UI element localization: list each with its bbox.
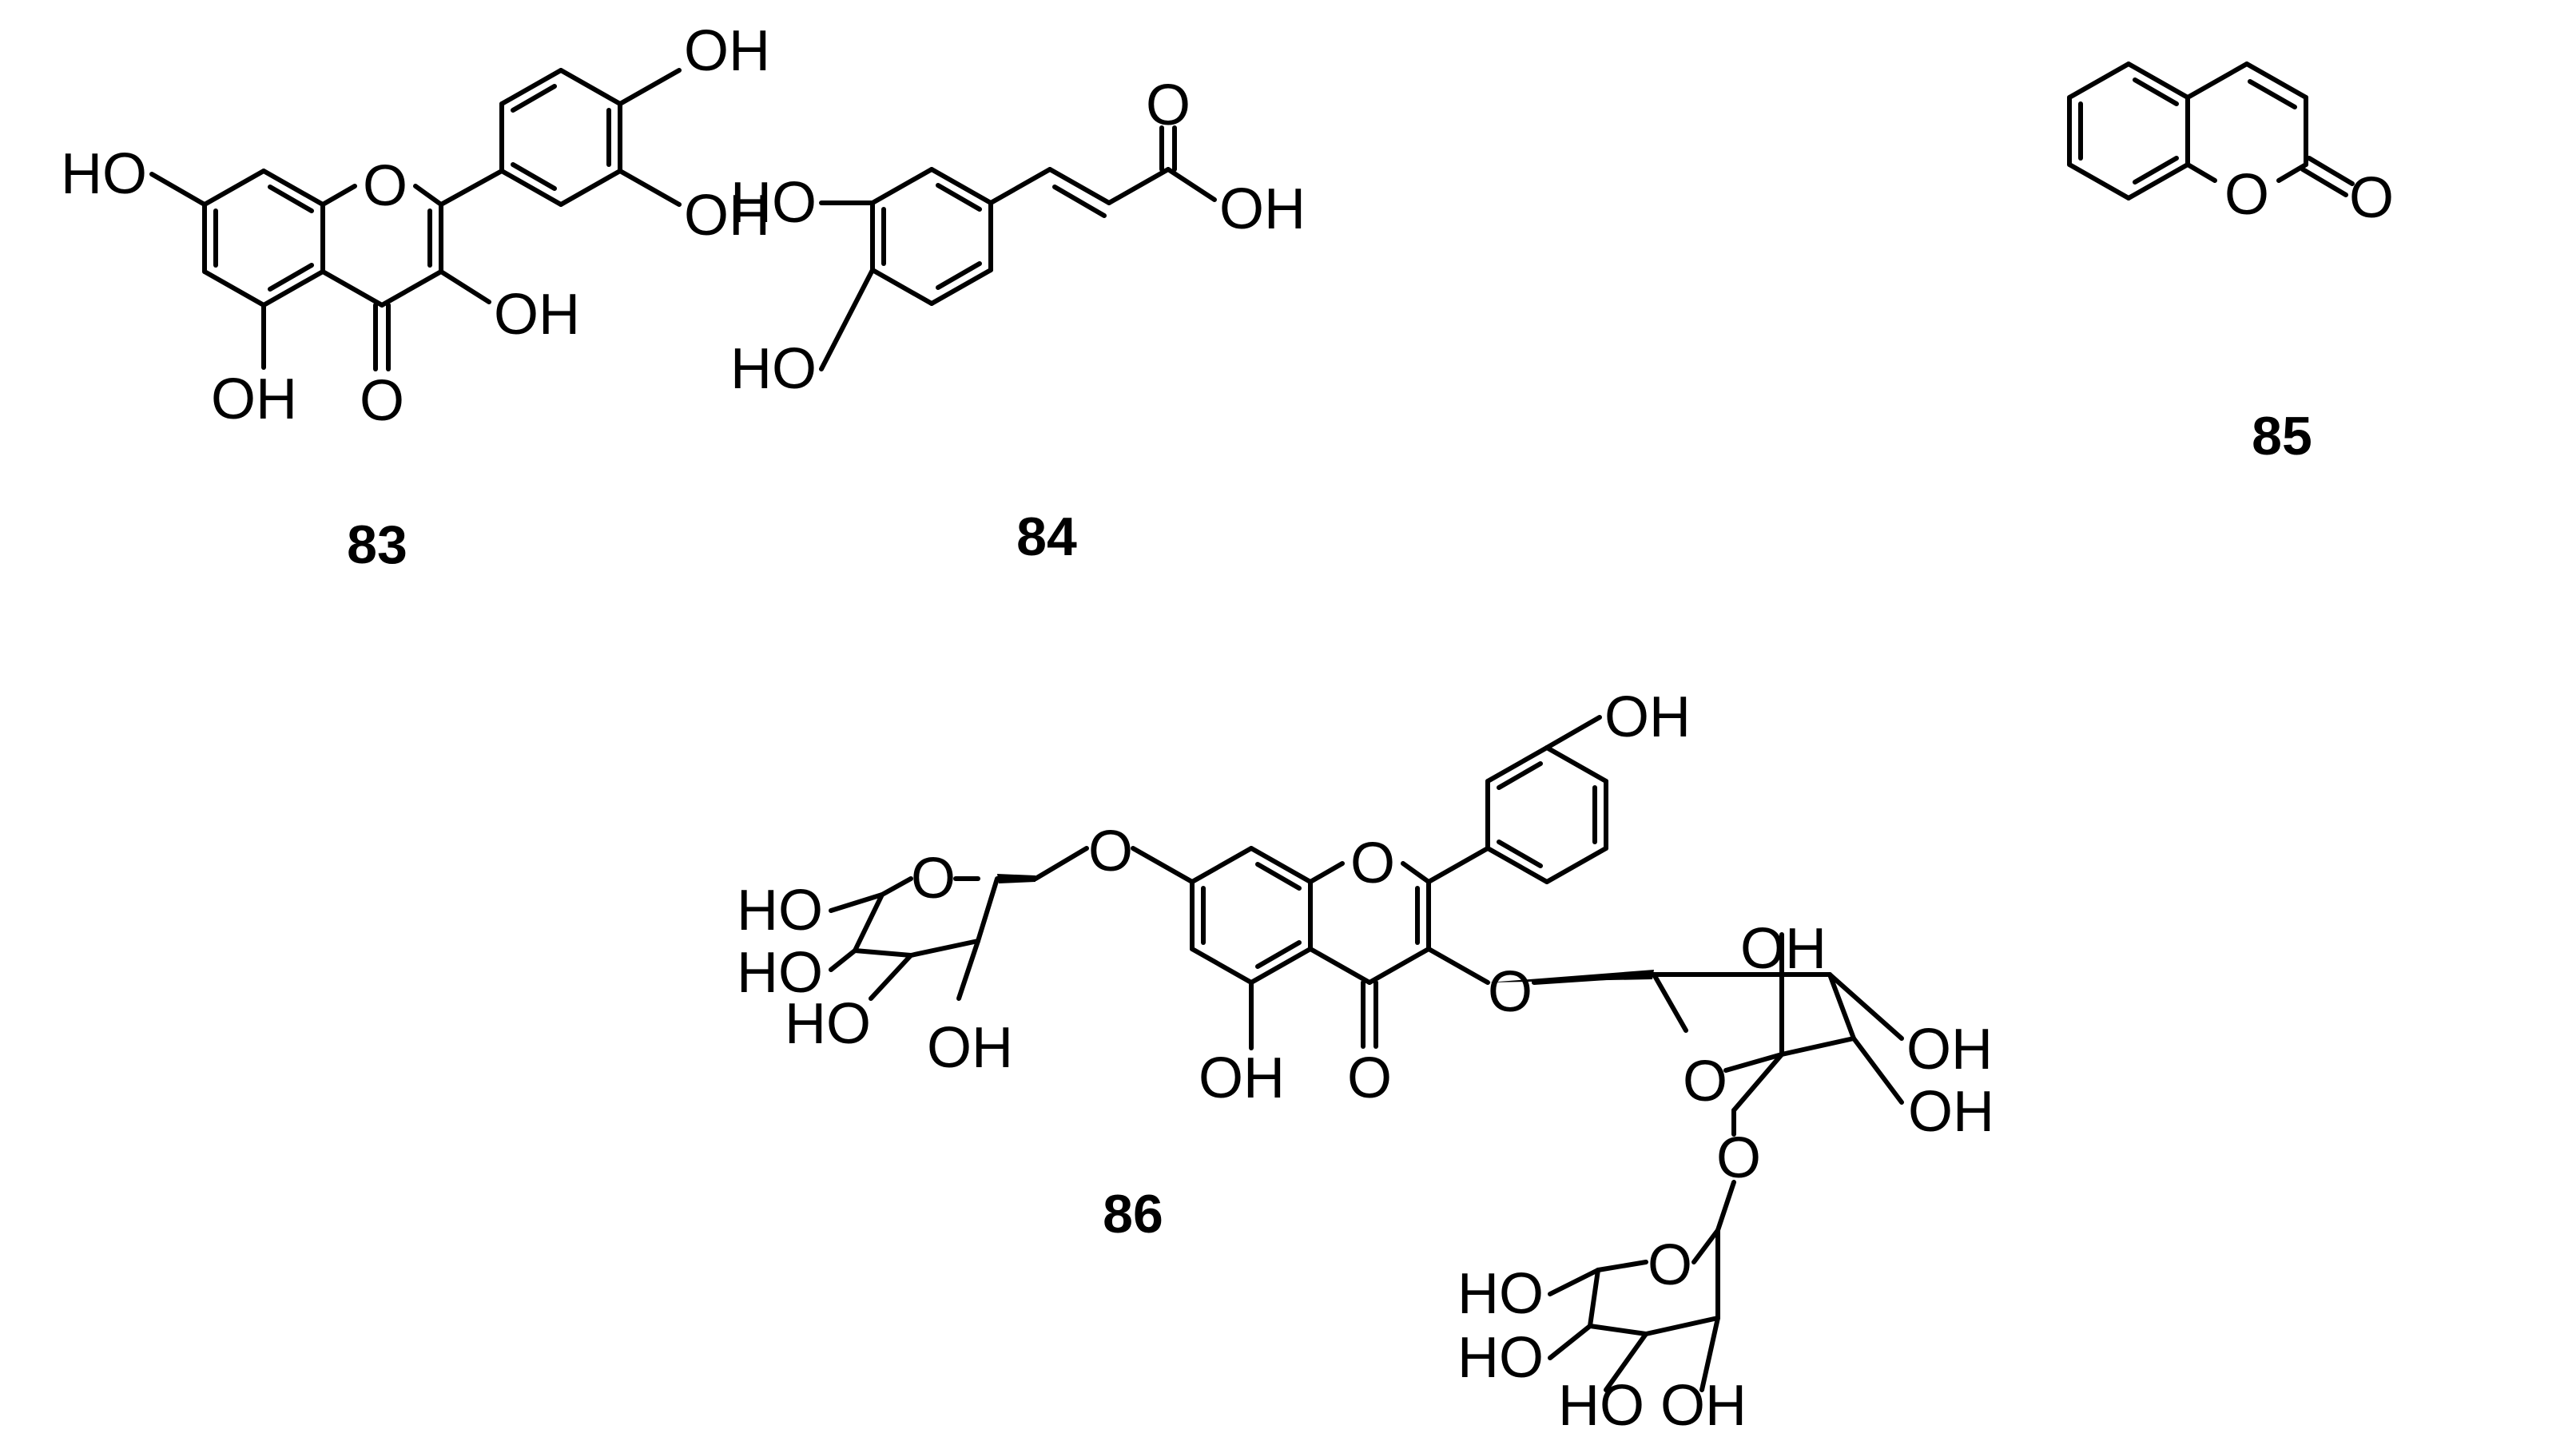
atom-label-oh-c3prime: OH xyxy=(684,184,770,248)
atom-label-link-o7: O xyxy=(1088,820,1133,883)
atom-label-carbonyl-o: O xyxy=(1146,73,1191,137)
atom-label-link-o3: O xyxy=(1488,960,1532,1024)
compound-83: O O HO OH OH OH OH 83 xyxy=(61,19,770,575)
atom-label-ring-o: O xyxy=(2224,163,2269,227)
atom-label-oh-c5: OH xyxy=(211,367,297,431)
atom-label-sugar-bottom-ho3: HO xyxy=(1558,1374,1644,1433)
atom-label-sugar-right-ring-o: O xyxy=(1683,1050,1727,1113)
atom-label-oh-c3: OH xyxy=(494,283,580,347)
atom-label-ho-bottom: HO xyxy=(730,337,817,401)
atom-label-sugar-left-ho2: HO xyxy=(737,941,823,1005)
atom-label-carbonyl-o: O xyxy=(1347,1046,1392,1110)
atom-label-acid-oh: OH xyxy=(1219,177,1306,241)
atom-label-sugar-bottom-ho2: HO xyxy=(1457,1326,1544,1390)
atom-label-sugar-left-oh4: OH xyxy=(927,1016,1013,1080)
atom-label-ho-top: HO xyxy=(730,171,817,235)
atom-label-sugar-right-oh1: OH xyxy=(1740,917,1827,981)
atom-label-sugar-left-ho3: HO xyxy=(785,992,871,1056)
compound-85: O O 85 xyxy=(2067,62,2394,466)
atom-label-oh-c4prime: OH xyxy=(1604,685,1691,749)
atom-label-sugar-left-ho1: HO xyxy=(737,879,823,943)
atom-label-sugar-bottom-ring-o: O xyxy=(1648,1233,1692,1297)
compound-label-83: 83 xyxy=(347,514,407,575)
atom-label-oh-c4prime: OH xyxy=(684,19,770,83)
atom-label-sugar-bottom-oh4: OH xyxy=(1660,1374,1747,1433)
atom-label-sugar-bottom-ho1: HO xyxy=(1457,1262,1544,1326)
atom-label-sugar-right-oh3: OH xyxy=(1908,1080,1994,1144)
compound-84: HO HO O OH 84 xyxy=(730,73,1306,567)
atom-label-ring-o: O xyxy=(363,154,407,218)
atom-label-carbonyl-o: O xyxy=(2349,166,2394,230)
compound-label-84: 84 xyxy=(1016,506,1077,567)
atom-label-sugar-right-oh2: OH xyxy=(1906,1018,1993,1082)
atom-label-oh-c5: OH xyxy=(1199,1046,1285,1110)
atom-label-ring-o: O xyxy=(1350,832,1395,895)
atom-label-sugar-left-ring-o: O xyxy=(911,847,956,911)
atom-label-carbonyl-o: O xyxy=(360,369,404,433)
atom-label-ho-c7: HO xyxy=(61,142,147,206)
atom-label-link-o6: O xyxy=(1716,1126,1761,1190)
compound-label-85: 85 xyxy=(2252,406,2312,466)
compound-86: OH O O OH O O O HO HO HO OH O OH OH OH O… xyxy=(737,685,1994,1433)
compound-label-86: 86 xyxy=(1103,1184,1163,1244)
